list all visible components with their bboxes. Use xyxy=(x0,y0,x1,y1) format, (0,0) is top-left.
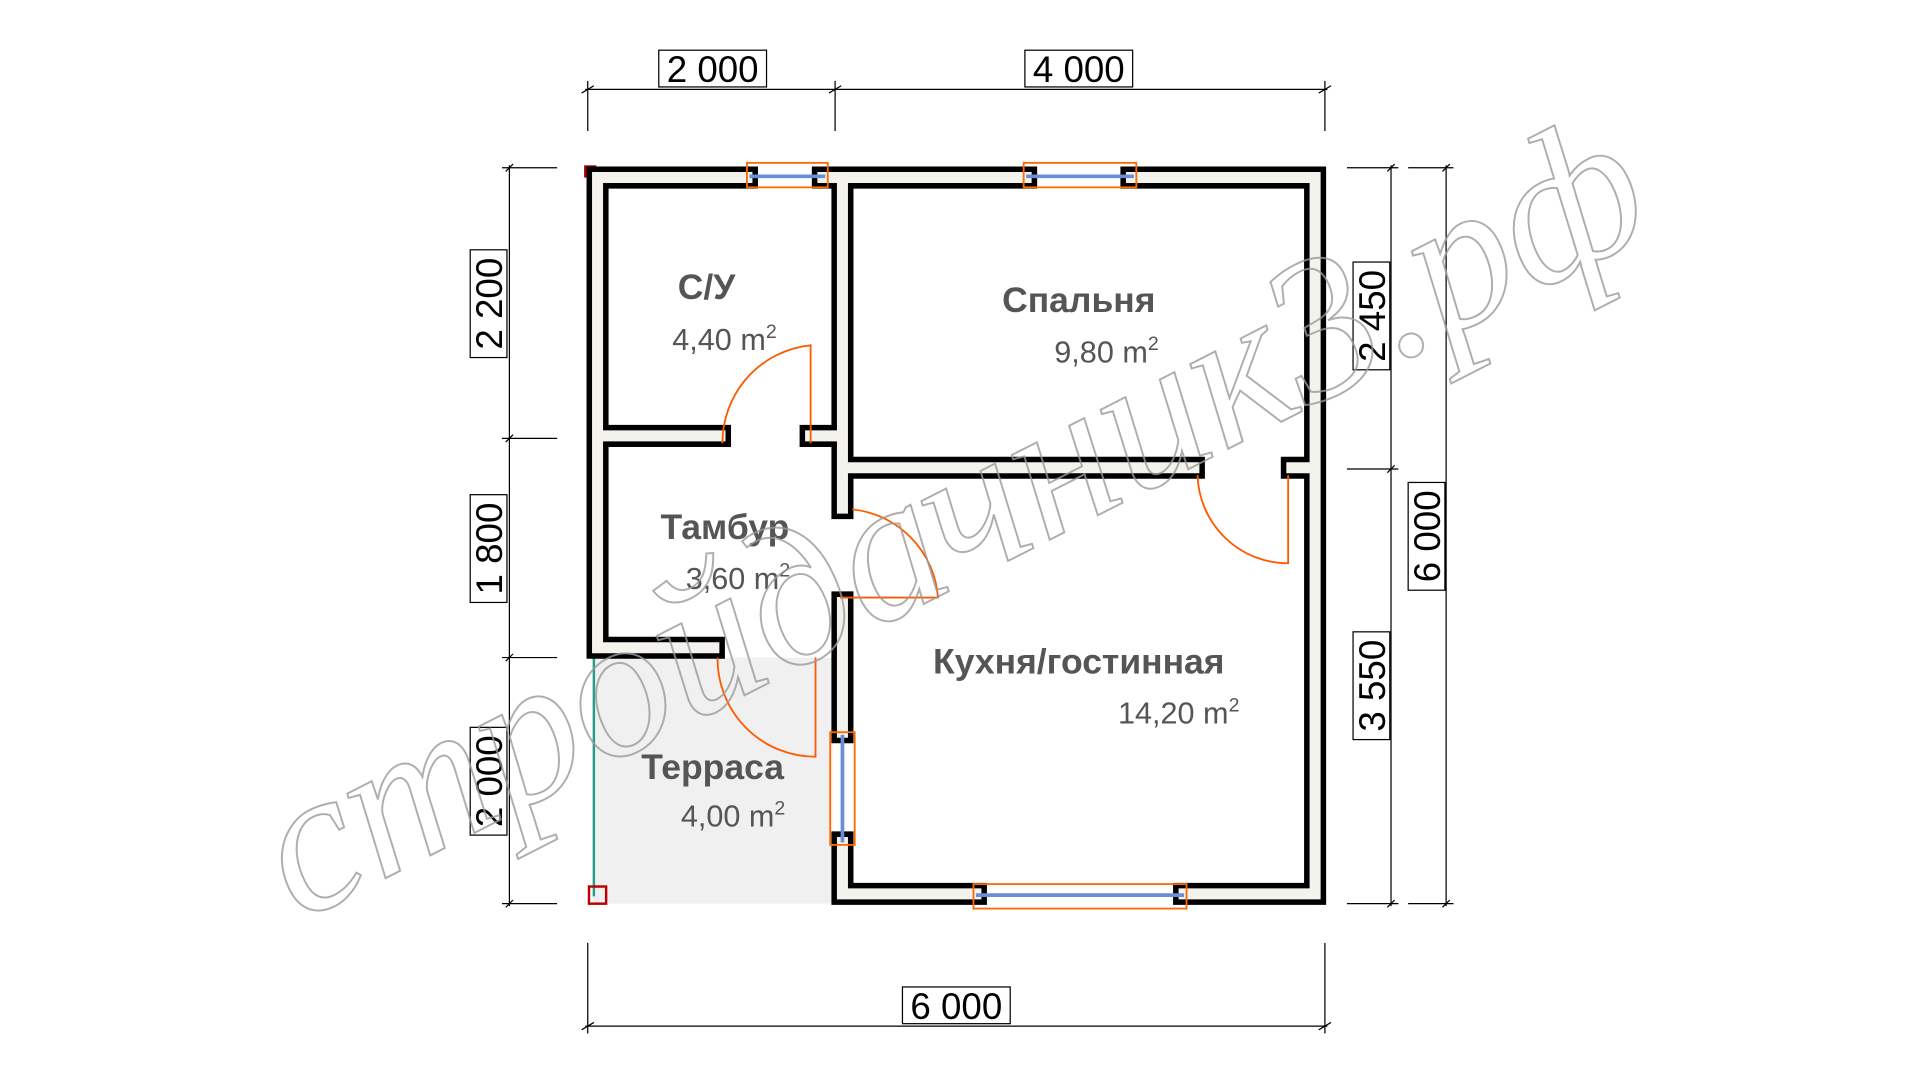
dim-left-1: 2 200 xyxy=(469,258,510,350)
window-kitchen-side xyxy=(829,731,856,846)
doors xyxy=(716,344,1290,758)
door-bathroom xyxy=(721,344,812,444)
windows xyxy=(746,161,1188,910)
room-name-kitchen: Кухня/гостинная xyxy=(933,641,1224,681)
room-area-bathroom: 4,40 m2 xyxy=(672,321,776,357)
window-bathroom xyxy=(746,161,829,189)
room-labels: С/У 4,40 m2 Спальня 9,80 m2 Тамбур 3,60 … xyxy=(641,267,1239,834)
door-kitchen xyxy=(840,508,939,599)
door-bedroom xyxy=(1196,475,1290,565)
dim-top-1: 2 000 xyxy=(667,49,759,90)
dimension-labels: 2 000 4 000 2 200 1 800 2 000 2 450 3 55… xyxy=(469,49,1448,1027)
dim-bottom-total: 6 000 xyxy=(910,986,1002,1027)
dimension-lines xyxy=(502,80,1454,1034)
terrace-post xyxy=(587,885,608,905)
terrace-floor xyxy=(592,657,833,904)
watermark: стройдачник3.рф xyxy=(217,68,1680,961)
dim-left-3: 2 000 xyxy=(469,735,510,827)
room-name-bathroom: С/У xyxy=(678,267,737,307)
room-name-bedroom: Спальня xyxy=(1002,280,1155,320)
room-name-vestibule: Тамбур xyxy=(661,507,790,547)
dim-right-1: 2 450 xyxy=(1352,270,1393,362)
dim-top-2: 4 000 xyxy=(1033,49,1125,90)
dim-left-2: 1 800 xyxy=(469,503,510,595)
dim-right-total: 6 000 xyxy=(1407,490,1448,582)
door-entrance xyxy=(716,657,817,758)
room-area-vestibule: 3,60 m2 xyxy=(686,560,790,596)
room-area-terrace: 4,00 m2 xyxy=(681,797,785,833)
room-name-terrace: Терраса xyxy=(641,747,784,787)
dim-right-2: 3 550 xyxy=(1352,640,1393,732)
room-area-kitchen: 14,20 m2 xyxy=(1118,694,1239,730)
window-kitchen-bottom xyxy=(972,883,1188,910)
room-area-bedroom: 9,80 m2 xyxy=(1054,333,1158,369)
window-bedroom xyxy=(1022,161,1138,189)
walls xyxy=(586,166,1327,905)
